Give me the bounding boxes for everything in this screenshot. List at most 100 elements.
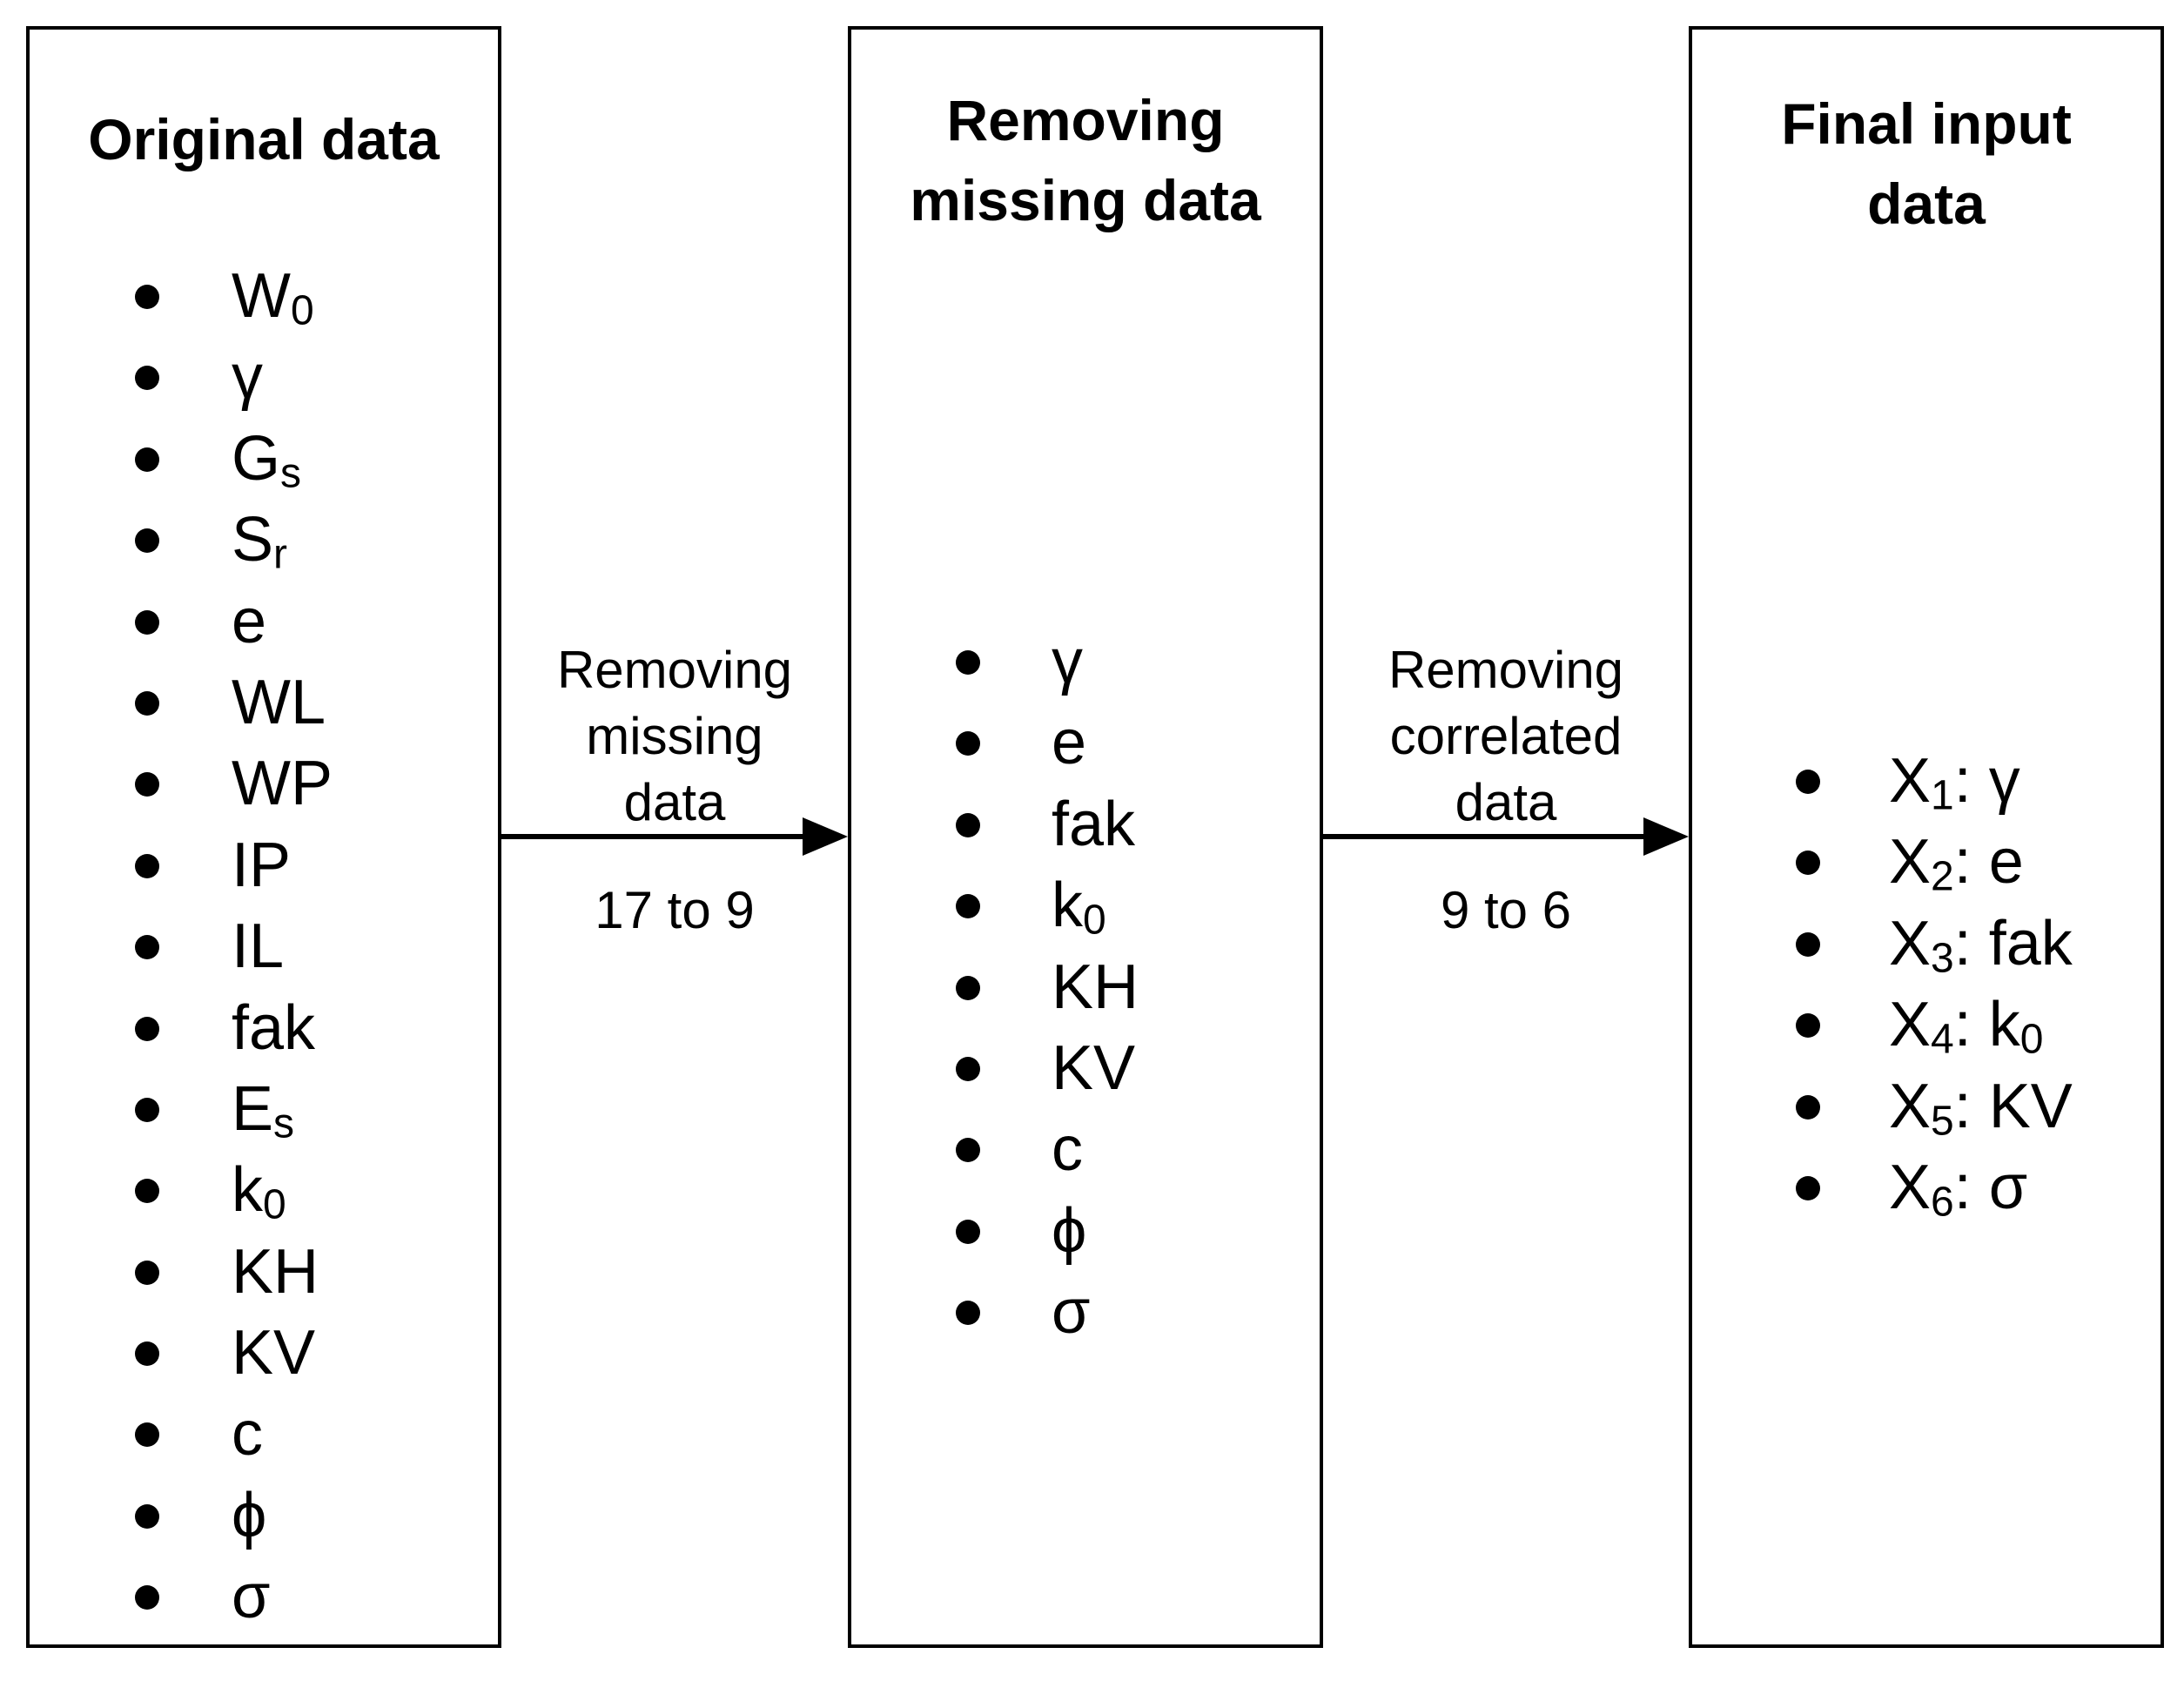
- variable-subscript: 0: [263, 1181, 286, 1228]
- list-item: k0: [30, 1150, 498, 1231]
- variable-name: : γ: [1953, 746, 2020, 816]
- final-input-data-title: Final input data: [1692, 84, 2160, 244]
- bullet-icon: [1796, 851, 1820, 876]
- list-item: e: [851, 703, 1320, 783]
- variable-symbol: X: [1889, 827, 1932, 898]
- variable-symbol: c: [232, 1399, 263, 1469]
- list-item: σ: [30, 1557, 498, 1637]
- variable-subscript: 6: [1931, 1179, 1954, 1226]
- variable-label: X3: fak: [1889, 904, 2073, 985]
- variable-symbol: σ: [1052, 1277, 1091, 1348]
- title-line: data: [1867, 171, 1986, 236]
- variable-label: X5: KV: [1889, 1066, 2073, 1147]
- bullet-icon: [135, 366, 159, 391]
- variable-symbol: X: [1889, 908, 1932, 978]
- variable-label: k0: [1052, 865, 1106, 946]
- variable-symbol: c: [1052, 1114, 1083, 1185]
- variable-symbol: k: [1052, 871, 1083, 941]
- variable-symbol: γ: [232, 342, 263, 413]
- variable-symbol: σ: [232, 1562, 271, 1632]
- bullet-icon: [135, 1503, 159, 1529]
- variable-label: Es: [232, 1069, 294, 1150]
- bullet-icon: [135, 1260, 159, 1285]
- variable-label: e: [1052, 703, 1086, 783]
- variable-subscript: 0: [290, 287, 314, 334]
- variable-name: : k: [1953, 990, 2020, 1060]
- arrow-label-line: missing: [586, 707, 763, 765]
- variable-subscript: 4: [1931, 1016, 1954, 1063]
- bullet-icon: [135, 609, 159, 635]
- variable-label: ϕ: [232, 1476, 266, 1557]
- bullet-icon: [135, 1422, 159, 1448]
- list-item: γ: [30, 337, 498, 418]
- list-item: Es: [30, 1069, 498, 1150]
- variable-symbol: IP: [232, 830, 292, 900]
- variable-subscript: s: [273, 1100, 295, 1147]
- variable-label: WP: [232, 743, 333, 824]
- list-item: fak: [851, 784, 1320, 865]
- variable-subscript: s: [280, 450, 302, 497]
- variable-symbol: KV: [1052, 1032, 1136, 1103]
- variable-symbol: X: [1889, 1071, 1932, 1141]
- list-item: KH: [851, 947, 1320, 1028]
- bullet-icon: [956, 650, 980, 675]
- variable-symbol: fak: [1052, 789, 1136, 859]
- variable-label: KH: [1052, 947, 1139, 1028]
- list-item: W0: [30, 256, 498, 337]
- variable-label: e: [232, 582, 266, 662]
- list-item: X6: σ: [1692, 1147, 2160, 1228]
- bullet-icon: [135, 1016, 159, 1041]
- variable-label: ϕ: [1052, 1191, 1086, 1272]
- bullet-icon: [956, 975, 980, 1000]
- bullet-icon: [135, 1341, 159, 1367]
- bullet-icon: [956, 812, 980, 837]
- arrow-1-count: 17 to 9: [595, 881, 755, 939]
- variable-label: X1: γ: [1889, 741, 2020, 822]
- list-item: c: [851, 1109, 1320, 1190]
- bullet-icon: [135, 853, 159, 878]
- variable-label: γ: [232, 337, 263, 418]
- list-item: KV: [851, 1028, 1320, 1109]
- variable-name: : e: [1953, 827, 2024, 898]
- list-item: ϕ: [30, 1476, 498, 1557]
- variable-symbol: KH: [232, 1236, 319, 1307]
- arrow-2-count: 9 to 6: [1440, 881, 1572, 939]
- variable-subscript: 0: [1083, 897, 1106, 944]
- variable-label: W0: [232, 256, 314, 337]
- arrow-label-line: data: [1455, 773, 1557, 831]
- arrow-2-label: Removing correlated data: [1323, 637, 1689, 836]
- list-item: X1: γ: [1692, 741, 2160, 822]
- variable-symbol: KV: [232, 1318, 316, 1389]
- list-item: KV: [30, 1313, 498, 1394]
- bullet-icon: [135, 1097, 159, 1122]
- variable-label: KV: [232, 1313, 315, 1394]
- variable-symbol: G: [232, 423, 281, 494]
- list-item: γ: [851, 622, 1320, 703]
- list-item: X3: fak: [1692, 904, 2160, 985]
- variable-symbol: e: [232, 586, 267, 656]
- variable-symbol: e: [1052, 708, 1087, 778]
- bullet-icon: [135, 528, 159, 554]
- arrow-1-label: Removing missing data: [501, 637, 848, 836]
- bullet-icon: [956, 731, 980, 756]
- variable-name: : KV: [1953, 1071, 2073, 1141]
- variable-label: X4: k0: [1889, 985, 2043, 1066]
- bullet-icon: [1796, 1094, 1820, 1120]
- variable-label: γ: [1052, 622, 1083, 703]
- list-item: e: [30, 582, 498, 662]
- variable-label: fak: [232, 988, 315, 1069]
- variable-symbol: X: [1889, 746, 1932, 816]
- arrow-2: [1323, 817, 1689, 856]
- bullet-icon: [956, 1138, 980, 1163]
- variable-label: WL: [232, 662, 326, 743]
- variable-subscript: 1: [1931, 772, 1954, 819]
- list-item: fak: [30, 988, 498, 1069]
- bullet-icon: [956, 894, 980, 919]
- list-item: c: [30, 1394, 498, 1475]
- bullet-icon: [135, 1179, 159, 1204]
- bullet-icon: [135, 1585, 159, 1610]
